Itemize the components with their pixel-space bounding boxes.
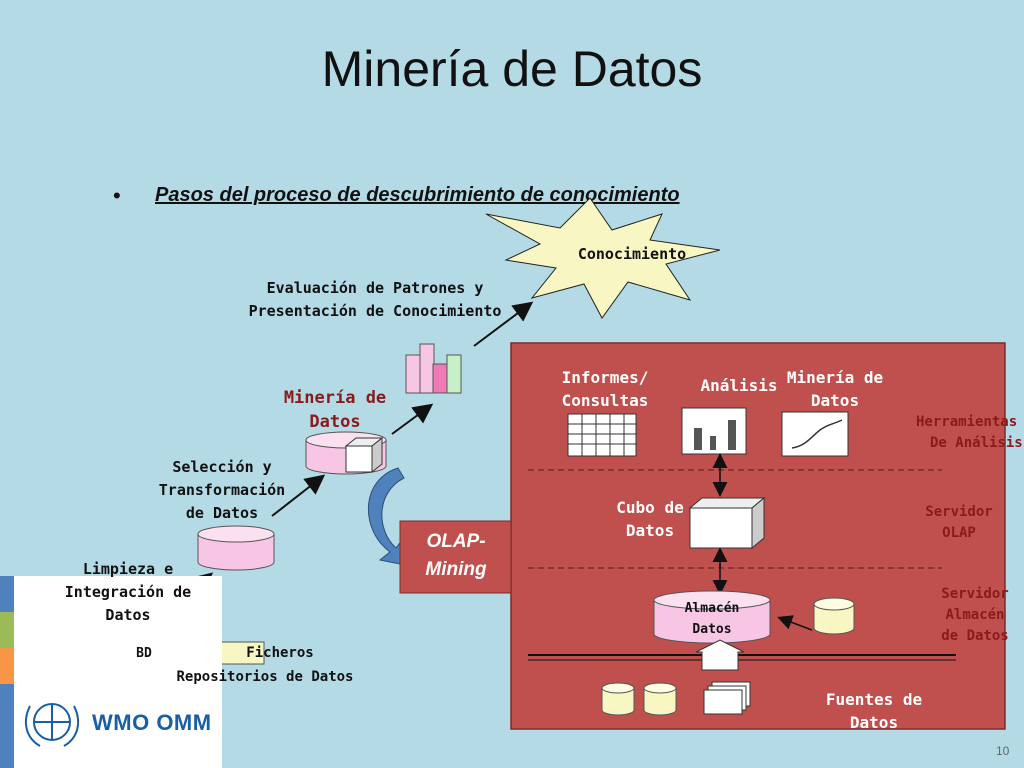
olap-server-label: Servidor OLAP <box>925 504 993 541</box>
selection-cylinder-icon <box>197 525 275 571</box>
evaluation-label: Evaluación de Patrones y Presentación de… <box>248 279 502 320</box>
olap-mining-box <box>399 520 512 594</box>
bd-label: BD <box>136 646 152 661</box>
ficheros-label: Ficheros <box>246 645 314 661</box>
file-stack-icon <box>703 681 751 715</box>
pattern-bars-icon <box>405 343 462 394</box>
warehouse-label: Almacén Datos <box>684 601 740 637</box>
warehouse-server-label: Servidor Almacén de Datos <box>941 586 1009 644</box>
page-number: 10 <box>996 744 1010 758</box>
arch-mining-label: Minería de Datos <box>786 368 884 410</box>
tools-layer-label: Herramientas De Análisis <box>916 414 1023 451</box>
knowledge-label: Conocimiento <box>577 245 687 263</box>
mining-step-label: Minería de Datos <box>283 388 387 432</box>
cube-label: Cubo de Datos <box>616 498 684 540</box>
analysis-label: Análisis <box>700 376 778 395</box>
source-cylinders-icon <box>601 682 677 716</box>
table-icon <box>567 413 637 457</box>
bullet-point-icon: • <box>113 183 121 208</box>
selection-label: Selección y Transformación de Datos <box>158 458 286 522</box>
small-cylinder-icon <box>813 597 855 635</box>
mining-cylinder-icon <box>305 431 387 475</box>
olap-mining-label: OLAP- Mining <box>425 531 487 580</box>
curved-arrow-icon <box>368 467 411 567</box>
repositories-label: Repositorios de Datos <box>176 669 354 685</box>
slide-title: Minería de Datos <box>321 41 703 97</box>
up-block-arrow-icon <box>695 639 745 671</box>
mining-curve-icon <box>781 411 849 457</box>
data-cube-icon <box>688 496 766 550</box>
analysis-chart-icon <box>681 407 747 455</box>
bullet-text: Pasos del proceso de descubrimiento de c… <box>155 184 680 206</box>
wmo-logo-text: WMO OMM <box>92 710 212 735</box>
sources-label: Fuentes de Datos <box>825 690 923 732</box>
wmo-emblem-icon <box>24 703 80 747</box>
knowledge-starburst <box>485 197 721 319</box>
warehouse-cylinder-icon <box>653 590 771 644</box>
reports-label: Informes/ Consultas <box>561 368 649 410</box>
cleaning-label: Limpieza e Integración de Datos <box>64 560 192 624</box>
